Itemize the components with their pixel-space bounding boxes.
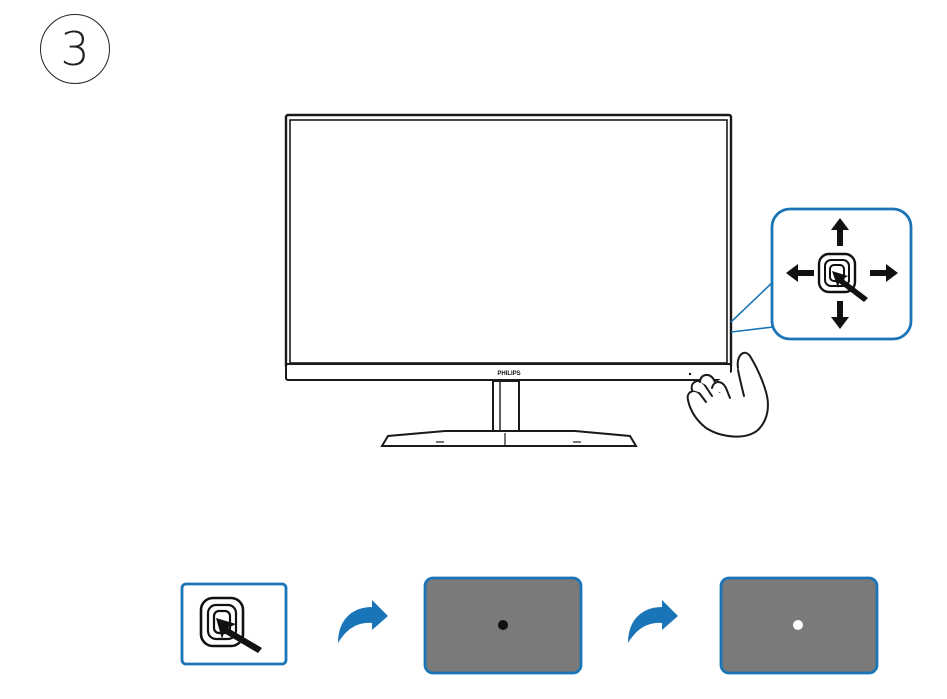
monitor-brand-logo: PHILIPS bbox=[497, 371, 520, 377]
step-number-badge: 3 bbox=[40, 14, 110, 84]
curved-arrow-icon bbox=[628, 600, 678, 643]
zoom-connector-top bbox=[730, 279, 776, 323]
monitor-stand-neck bbox=[492, 380, 520, 434]
hand-pressing-icon bbox=[686, 351, 769, 438]
sequence-step-1 bbox=[180, 582, 288, 666]
monitor-illustration: PHILIPS bbox=[284, 113, 733, 447]
power-led bbox=[688, 372, 692, 376]
indicator-white-dot bbox=[793, 620, 803, 630]
joystick-button-icon bbox=[817, 252, 868, 302]
indicator-black-dot bbox=[498, 620, 508, 630]
monitor-screen bbox=[289, 119, 728, 364]
curved-arrow-icon bbox=[338, 600, 388, 643]
monitor-stand-base bbox=[380, 430, 638, 447]
joystick-zoom-callout bbox=[770, 207, 913, 341]
sequence-step-3 bbox=[719, 576, 879, 675]
joystick-button-icon bbox=[199, 596, 262, 653]
sequence-step-2 bbox=[423, 576, 583, 675]
